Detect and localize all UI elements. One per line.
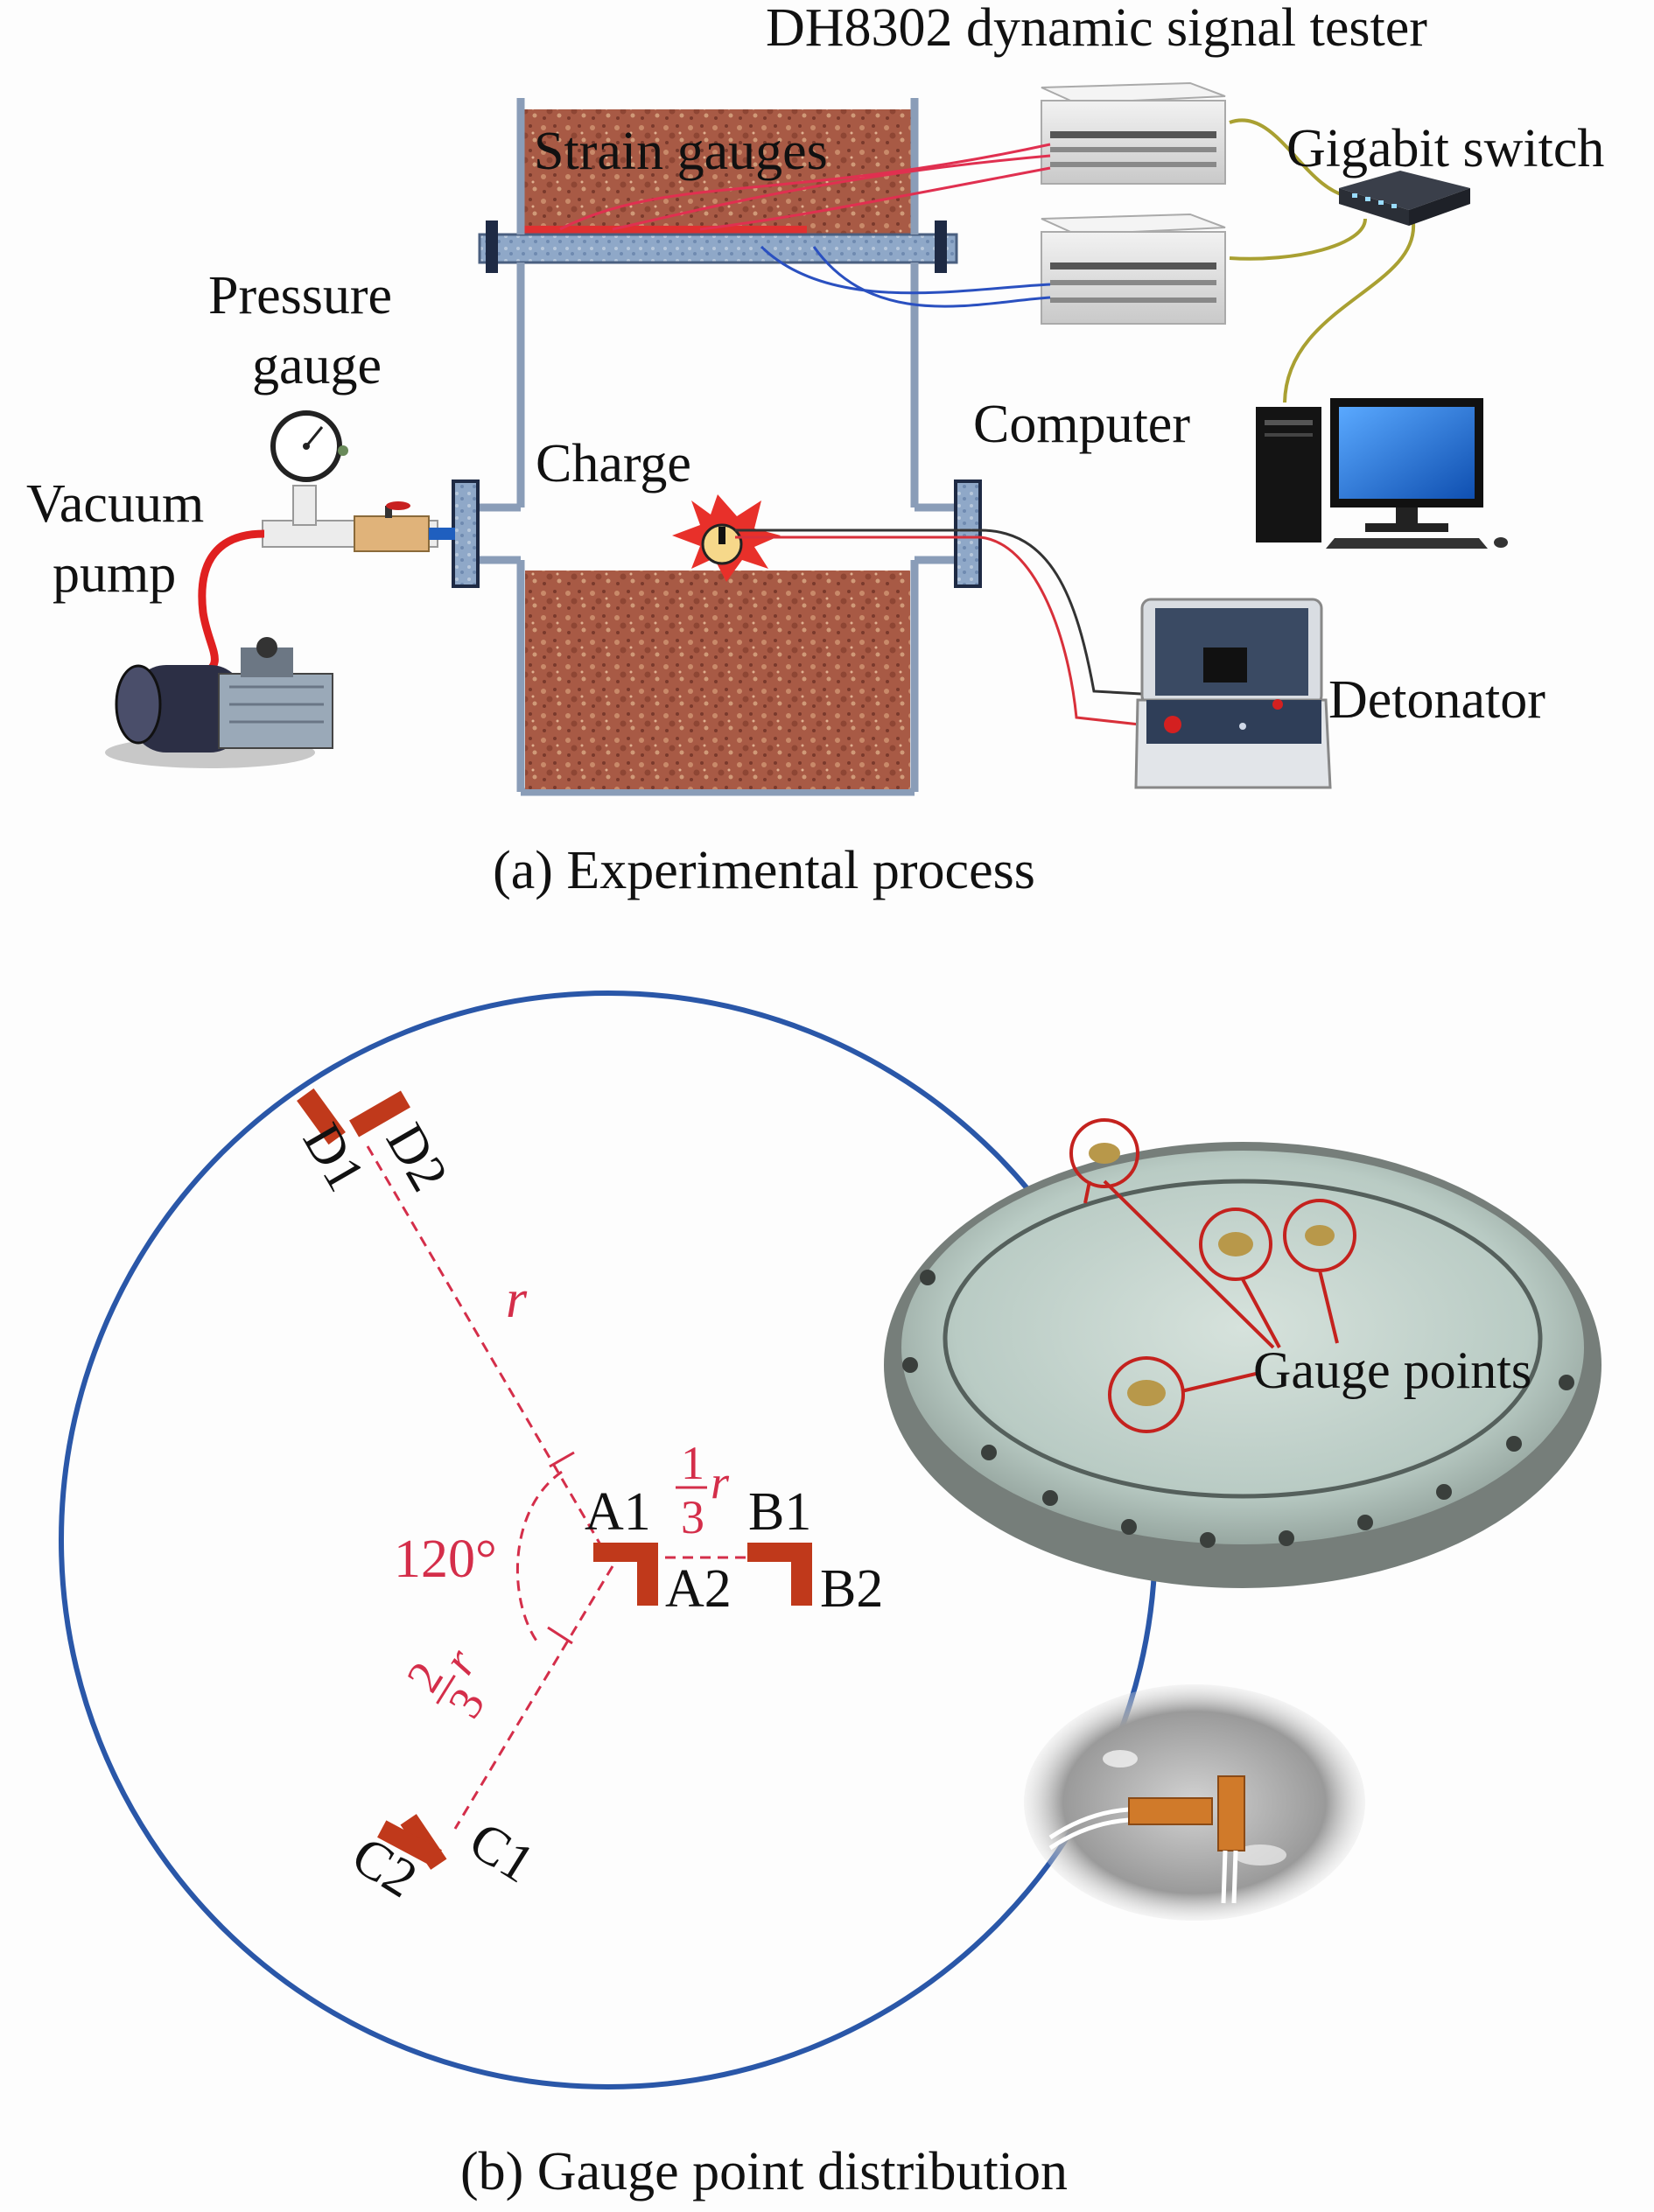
label-angle: 120° [394, 1530, 497, 1589]
label-one-third-r: 1 3 r [676, 1437, 730, 1544]
upper-flange [478, 233, 958, 264]
two-thirds-denominator: 3 [438, 1679, 494, 1727]
gauges [297, 1088, 812, 1870]
valve [354, 515, 430, 552]
signal-tester-unit-1 [1041, 81, 1226, 185]
label-detonator: Detonator [1328, 670, 1545, 730]
plate-photo [884, 1142, 1601, 1588]
label-charge: Charge [536, 434, 691, 494]
caption-a: (a) Experimental process [493, 841, 1035, 900]
label-pressure-gauge-1: Pressure [208, 266, 392, 326]
computer [1256, 398, 1508, 549]
panel-b: Gauge points [59, 990, 1601, 2202]
caption-b: (b) Gauge point distribution [460, 2142, 1068, 2202]
one-third-numerator: 1 [681, 1437, 704, 1489]
label-c1: C1 [459, 1810, 544, 1894]
label-b2: B2 [820, 1559, 883, 1619]
signal-tester-unit-2 [1041, 213, 1226, 325]
chamber-walls [480, 98, 956, 796]
panel-a: DH8302 dynamic signal tester Strain gaug… [26, 0, 1604, 900]
detonator-wires [735, 528, 1174, 728]
one-third-variable: r [711, 1456, 730, 1508]
dimension-ticks [547, 1451, 575, 1645]
label-two-thirds-r: 2 3 r [396, 1639, 495, 1727]
right-flange [954, 480, 982, 588]
vacuum-pump [105, 637, 333, 768]
vacuum-hose [198, 529, 265, 678]
dimension-lines [366, 1145, 753, 1830]
gauge-point-markers [1069, 1118, 1356, 1433]
gauge-b [747, 1543, 812, 1606]
lower-soil-specimen [525, 570, 910, 789]
gauge-a [593, 1543, 658, 1606]
left-flange [452, 480, 480, 588]
label-d2: D2 [375, 1114, 459, 1201]
label-pressure-gauge-2: gauge [252, 336, 382, 396]
gigabit-switch [1339, 171, 1470, 226]
label-vacuum-pump-2: pump [53, 544, 176, 604]
label-vacuum-pump-1: Vacuum [26, 474, 204, 534]
strain-gauge-strip [518, 226, 807, 234]
gauge-detail-photo [1024, 1684, 1365, 1921]
label-radius: r [506, 1270, 528, 1329]
label-gigabit-switch: Gigabit switch [1286, 119, 1604, 178]
label-gauge-points: Gauge points [1253, 1341, 1531, 1399]
label-b1: B1 [748, 1482, 811, 1542]
label-a1: A1 [585, 1482, 651, 1542]
gauge-lead-wires [559, 143, 1051, 308]
one-third-denominator: 3 [681, 1491, 704, 1544]
label-computer: Computer [973, 395, 1190, 454]
gauge-d [297, 1088, 410, 1145]
detonator-device [1134, 598, 1332, 789]
label-tester: DH8302 dynamic signal tester [766, 0, 1427, 58]
label-a2: A2 [665, 1559, 732, 1619]
label-strain-gauges: Strain gauges [534, 122, 828, 181]
gauge-c [377, 1814, 447, 1870]
network-cables [1229, 118, 1416, 403]
